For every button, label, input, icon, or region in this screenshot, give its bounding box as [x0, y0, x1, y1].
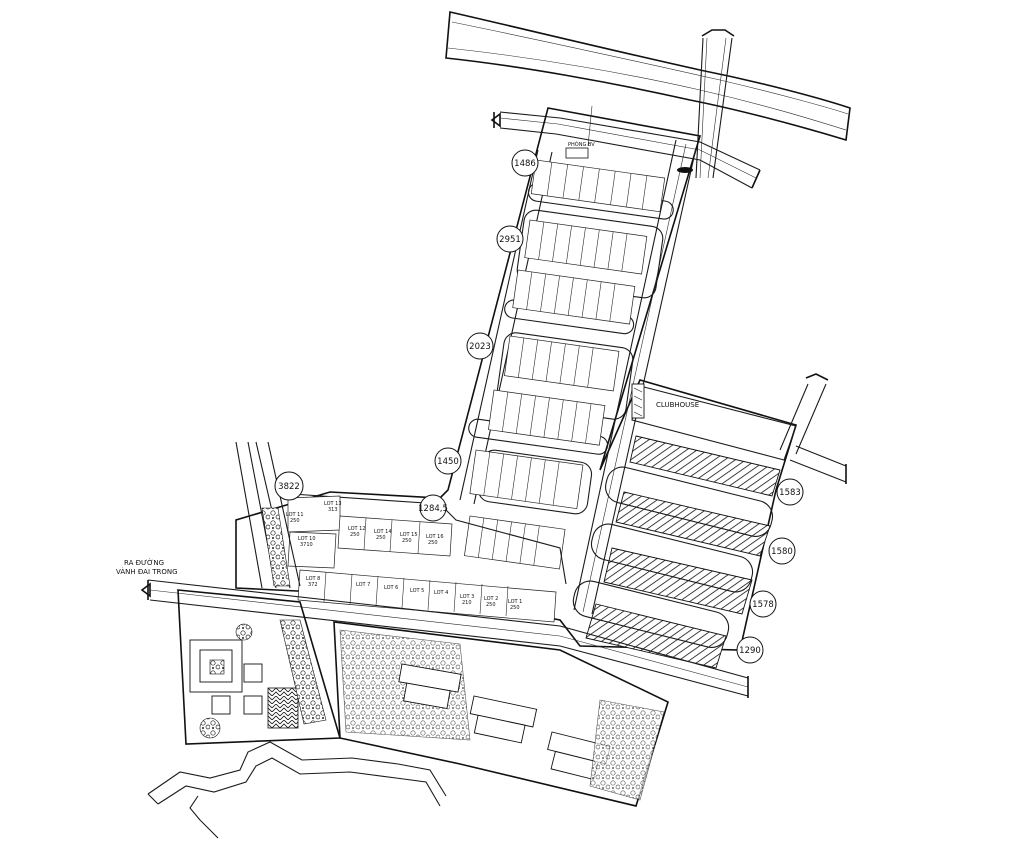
bubble-1583: 1583	[779, 488, 801, 498]
lot-area-14: 250	[376, 535, 386, 541]
bubble-1290: 1290	[739, 646, 761, 656]
stream	[147, 741, 447, 839]
lot-label-15: LOT 15	[400, 532, 418, 538]
lot-label-4: LOT 4	[434, 590, 448, 596]
lot-label-14: LOT 14	[374, 529, 392, 535]
lot-area-10: 3710	[300, 542, 313, 548]
bubble-1284: 1284,5	[418, 504, 448, 514]
far-left-road	[235, 441, 301, 589]
upper-lot-rows	[464, 159, 666, 570]
lot-area-3: 210	[462, 600, 472, 606]
area-bubbles: 1486 2951 2023 1450 3822 1284,5 1583 158…	[274, 149, 804, 664]
bubble-1578: 1578	[752, 600, 774, 610]
right-access-road	[779, 373, 847, 484]
lot-label-6: LOT 6	[384, 585, 398, 591]
lower-lot-rows	[287, 493, 567, 623]
lower-left-park	[177, 589, 342, 745]
lot-labels: LOT 11 250 LOT 10 3710 LOT 13 313 LOT 12…	[286, 501, 522, 611]
lot-area-13: 313	[328, 507, 338, 513]
lot-area-16: 250	[428, 540, 438, 546]
lot-area-15: 250	[402, 538, 412, 544]
lot-label-3: LOT 3	[460, 594, 474, 600]
bubble-1486: 1486	[514, 159, 536, 169]
bubble-1450: 1450	[437, 457, 459, 467]
lot-label-1: LOT 1	[508, 599, 522, 605]
lot-label-12: LOT 12	[348, 526, 366, 532]
lot-area-2: 250	[486, 602, 496, 608]
bubble-2023: 2023	[469, 342, 491, 352]
lot-label-8: LOT 8	[306, 576, 320, 582]
lot-label-11: LOT 11	[286, 512, 304, 518]
lot-area-8: 372	[308, 582, 318, 588]
top-road-band	[445, 11, 851, 189]
lot-label-5: LOT 5	[410, 588, 424, 594]
road-note-line2: VÀNH ĐAI TRONG	[116, 567, 178, 576]
lot-area-1: 250	[510, 605, 520, 611]
bubble-1580: 1580	[771, 547, 793, 557]
top-note: PHÒNG BV	[568, 141, 595, 148]
bubble-2951: 2951	[499, 235, 521, 245]
entrance-gate-icon	[565, 105, 693, 173]
lot-label-13: LOT 13	[324, 501, 342, 507]
road-note-line1: RA ĐƯỜNG	[124, 558, 164, 567]
road-end-arrow-icon	[140, 112, 501, 598]
lot-label-16: LOT 16	[426, 534, 444, 540]
clubhouse-label: CLUBHOUSE	[656, 401, 699, 409]
lot-label-2: LOT 2	[484, 596, 498, 602]
left-road	[459, 149, 553, 505]
lot-label-10: LOT 10	[298, 536, 316, 542]
lot-area-11: 250	[290, 518, 300, 524]
apartment-cluster	[333, 621, 669, 807]
main-horizontal-road	[147, 579, 749, 698]
lot-area-12: 250	[350, 532, 360, 538]
clubhouse-area	[631, 383, 797, 461]
site-boundary	[235, 107, 798, 651]
bubble-3822: 3822	[278, 482, 300, 492]
hatched-blocks	[572, 435, 781, 669]
lot-label-7: LOT 7	[356, 582, 370, 588]
